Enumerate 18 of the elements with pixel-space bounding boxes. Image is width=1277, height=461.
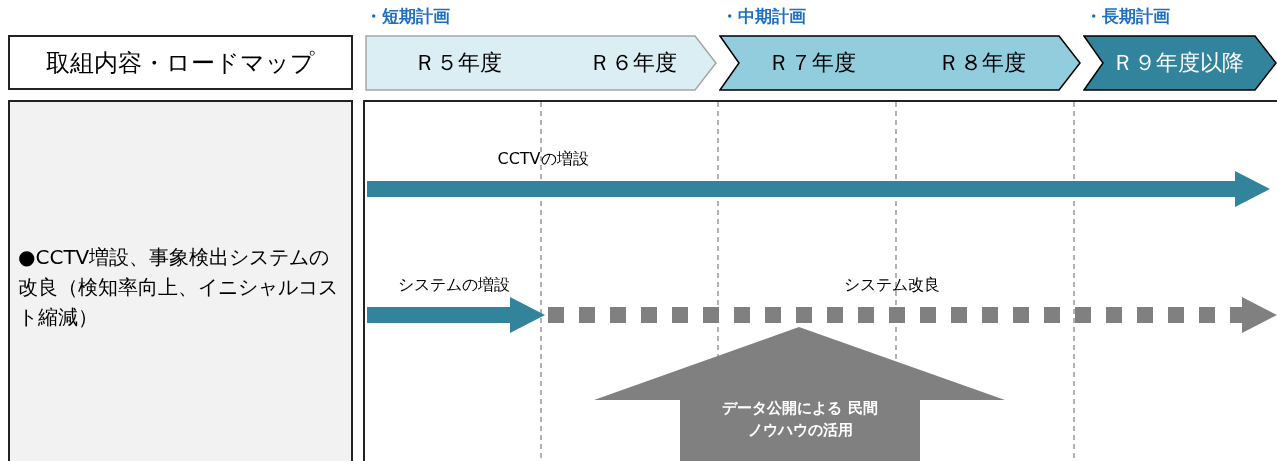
roadmap-panel [363,100,1277,461]
phase-heading: ・長期計画 [1085,5,1170,28]
bar-label: システムの増設 [398,275,510,296]
phase-banner [719,5,1081,91]
bar-label: システム改良 [844,275,940,296]
year-label: Ｒ５年度 [414,49,502,77]
phase-banner [365,5,717,91]
phase-heading: ・短期計画 [365,5,450,28]
block-arrow: データ公開による 民間ノウハウの活用 [594,327,1005,461]
content-box: ●CCTV増設、事象検出システムの改良（検知率向上、イニシャルコスト縮減） [8,100,353,461]
year-label: Ｒ８年度 [938,49,1026,77]
year-label: Ｒ９年度以降 [1112,49,1244,77]
phase-banner [1083,5,1277,91]
header-box: 取組内容・ロードマップ [8,35,353,90]
bar-label: CCTVの増設 [497,149,589,170]
year-label: Ｒ６年度 [589,49,677,77]
year-label: Ｒ７年度 [768,49,856,77]
phase-heading: ・中期計画 [721,5,806,28]
